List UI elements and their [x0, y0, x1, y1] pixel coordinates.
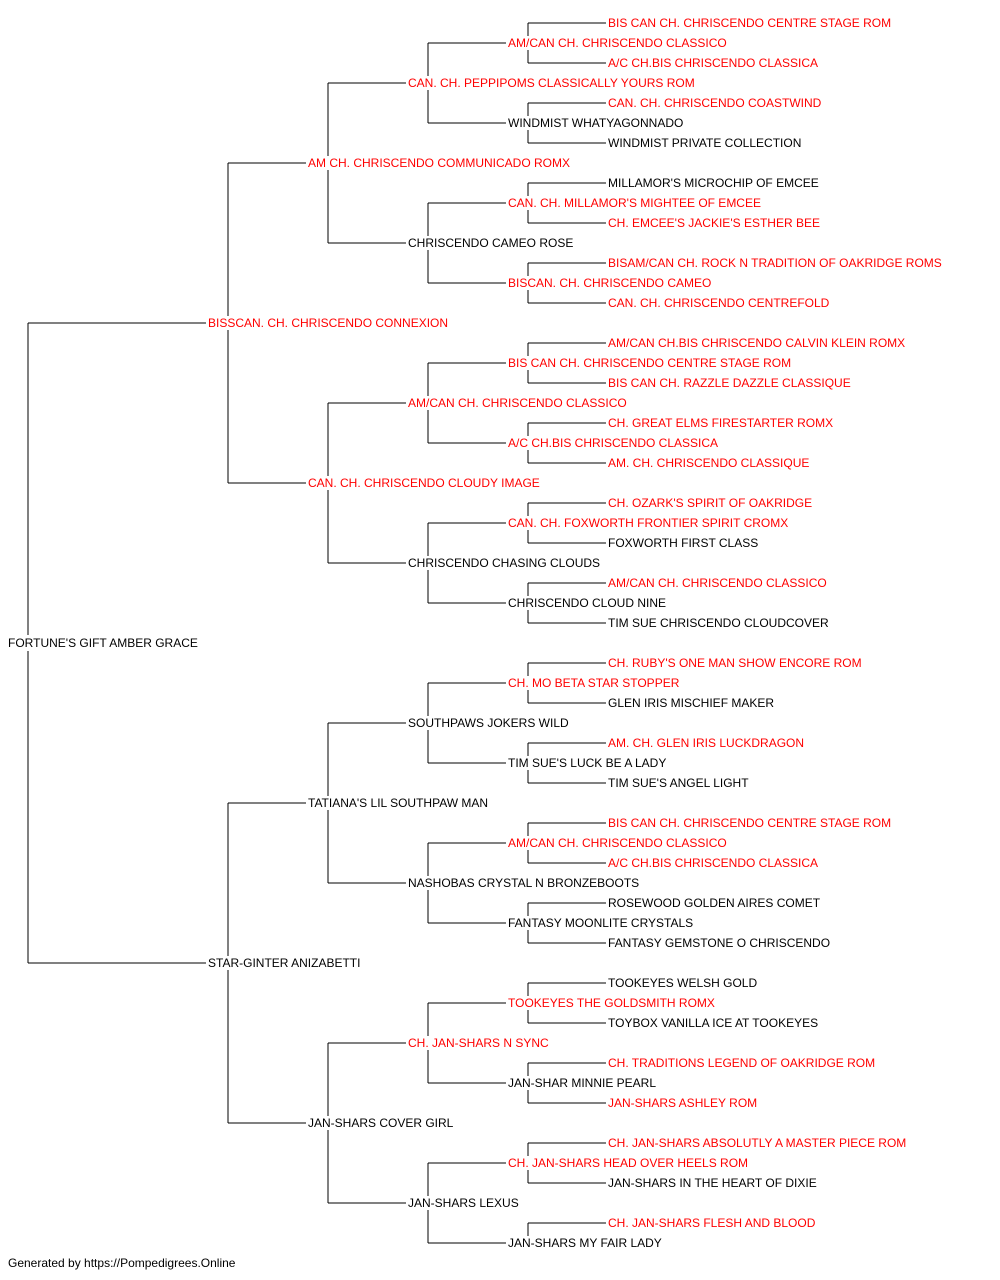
dog-name-dam-gen2: JAN-SHARS COVER GIRL: [308, 1116, 454, 1130]
dog-name-dam-gen5: FANTASY GEMSTONE O CHRISCENDO: [608, 936, 830, 950]
pedigree-tree: FORTUNE'S GIFT AMBER GRACE BISSCAN. CH. C…: [8, 16, 942, 1250]
dog-name-sire-gen5: CH. JAN-SHARS FLESH AND BLOOD: [608, 1216, 816, 1230]
dog-name-dam-gen5: WINDMIST PRIVATE COLLECTION: [608, 136, 801, 150]
dog-name-sire-gen5: CH. GREAT ELMS FIRESTARTER ROMX: [608, 416, 833, 430]
dog-name-sire-gen4: AM/CAN CH. CHRISCENDO CLASSICO: [508, 36, 727, 50]
dog-name-sire-gen1: BISSCAN. CH. CHRISCENDO CONNEXION: [208, 316, 448, 330]
dog-name-dam-gen5: TOYBOX VANILLA ICE AT TOOKEYES: [608, 1016, 818, 1030]
dog-name-sire-gen5: AM/CAN CH.BIS CHRISCENDO CALVIN KLEIN RO…: [608, 336, 905, 350]
dog-name-dam-gen5: BIS CAN CH. RAZZLE DAZZLE CLASSIQUE: [608, 376, 851, 390]
dog-name-dam-gen5: GLEN IRIS MISCHIEF MAKER: [608, 696, 774, 710]
dog-name-sire-gen3: CAN. CH. PEPPIPOMS CLASSICALLY YOURS ROM: [408, 76, 695, 90]
dog-name-sire-gen5: TOOKEYES WELSH GOLD: [608, 976, 757, 990]
dog-name-dam-gen4: FANTASY MOONLITE CRYSTALS: [508, 916, 693, 930]
dog-name-sire-gen3: AM/CAN CH. CHRISCENDO CLASSICO: [408, 396, 627, 410]
dog-name-dam-gen1: STAR-GINTER ANIZABETTI: [208, 956, 360, 970]
dog-name-subject-gen0: FORTUNE'S GIFT AMBER GRACE: [8, 636, 198, 650]
dog-name-sire-gen3: CH. JAN-SHARS N SYNC: [408, 1036, 549, 1050]
dog-name-sire-gen5: CH. RUBY'S ONE MAN SHOW ENCORE ROM: [608, 656, 862, 670]
dog-name-sire-gen4: BIS CAN CH. CHRISCENDO CENTRE STAGE ROM: [508, 356, 791, 370]
dog-name-dam-gen3: JAN-SHARS LEXUS: [408, 1196, 519, 1210]
generated-by-footer: Generated by https://Pompedigrees.Online: [8, 1256, 236, 1270]
dog-name-sire-gen4: CH. JAN-SHARS HEAD OVER HEELS ROM: [508, 1156, 748, 1170]
dog-name-dam-gen4: JAN-SHARS MY FAIR LADY: [508, 1236, 662, 1250]
dog-name-dam-gen4: WINDMIST WHATYAGONNADO: [508, 116, 683, 130]
dog-name-sire-gen2: TATIANA'S LIL SOUTHPAW MAN: [308, 796, 488, 810]
dog-name-dam-gen5: TIM SUE'S ANGEL LIGHT: [608, 776, 749, 790]
dog-name-sire-gen3: SOUTHPAWS JOKERS WILD: [408, 716, 569, 730]
dog-name-sire-gen5: CH. OZARK'S SPIRIT OF OAKRIDGE: [608, 496, 812, 510]
dog-name-dam-gen5: CAN. CH. CHRISCENDO CENTREFOLD: [608, 296, 830, 310]
dog-name-dam-gen4: CHRISCENDO CLOUD NINE: [508, 596, 666, 610]
dog-name-sire-gen4: TOOKEYES THE GOLDSMITH ROMX: [508, 996, 715, 1010]
dog-name-dam-gen5: FOXWORTH FIRST CLASS: [608, 536, 758, 550]
dog-name-sire-gen5: BISAM/CAN CH. ROCK N TRADITION OF OAKRID…: [608, 256, 942, 270]
dog-name-sire-gen4: CH. MO BETA STAR STOPPER: [508, 676, 680, 690]
dog-name-sire-gen4: AM/CAN CH. CHRISCENDO CLASSICO: [508, 836, 727, 850]
dog-name-dam-gen5: A/C CH.BIS CHRISCENDO CLASSICA: [608, 856, 818, 870]
dog-name-sire-gen2: AM CH. CHRISCENDO COMMUNICADO ROMX: [308, 156, 570, 170]
dog-name-dam-gen5: AM. CH. CHRISCENDO CLASSIQUE: [608, 456, 809, 470]
dog-name-dam-gen5: CH. EMCEE'S JACKIE'S ESTHER BEE: [608, 216, 820, 230]
dog-name-dam-gen3: NASHOBAS CRYSTAL N BRONZEBOOTS: [408, 876, 639, 890]
dog-name-dam-gen5: A/C CH.BIS CHRISCENDO CLASSICA: [608, 56, 818, 70]
dog-name-dam-gen4: JAN-SHAR MINNIE PEARL: [508, 1076, 656, 1090]
dog-name-sire-gen5: BIS CAN CH. CHRISCENDO CENTRE STAGE ROM: [608, 16, 891, 30]
dog-name-dam-gen4: TIM SUE'S LUCK BE A LADY: [508, 756, 666, 770]
dog-name-sire-gen5: CAN. CH. CHRISCENDO COASTWIND: [608, 96, 822, 110]
dog-name-sire-gen5: CH. TRADITIONS LEGEND OF OAKRIDGE ROM: [608, 1056, 875, 1070]
dog-name-dam-gen4: BISCAN. CH. CHRISCENDO CAMEO: [508, 276, 711, 290]
dog-name-sire-gen4: CAN. CH. FOXWORTH FRONTIER SPIRIT CROMX: [508, 516, 788, 530]
dog-name-sire-gen5: AM/CAN CH. CHRISCENDO CLASSICO: [608, 576, 827, 590]
dog-name-sire-gen5: AM. CH. GLEN IRIS LUCKDRAGON: [608, 736, 804, 750]
dog-name-sire-gen5: ROSEWOOD GOLDEN AIRES COMET: [608, 896, 821, 910]
dog-name-dam-gen2: CAN. CH. CHRISCENDO CLOUDY IMAGE: [308, 476, 540, 490]
dog-name-dam-gen5: TIM SUE CHRISCENDO CLOUDCOVER: [608, 616, 829, 630]
dog-name-dam-gen3: CHRISCENDO CAMEO ROSE: [408, 236, 573, 250]
dog-name-sire-gen4: CAN. CH. MILLAMOR'S MIGHTEE OF EMCEE: [508, 196, 761, 210]
dog-name-dam-gen3: CHRISCENDO CHASING CLOUDS: [408, 556, 600, 570]
dog-name-dam-gen4: A/C CH.BIS CHRISCENDO CLASSICA: [508, 436, 718, 450]
dog-name-sire-gen5: CH. JAN-SHARS ABSOLUTLY A MASTER PIECE R…: [608, 1136, 906, 1150]
dog-name-dam-gen5: JAN-SHARS ASHLEY ROM: [608, 1096, 757, 1110]
dog-name-dam-gen5: JAN-SHARS IN THE HEART OF DIXIE: [608, 1176, 817, 1190]
dog-name-sire-gen5: BIS CAN CH. CHRISCENDO CENTRE STAGE ROM: [608, 816, 891, 830]
dog-name-sire-gen5: MILLAMOR'S MICROCHIP OF EMCEE: [608, 176, 819, 190]
